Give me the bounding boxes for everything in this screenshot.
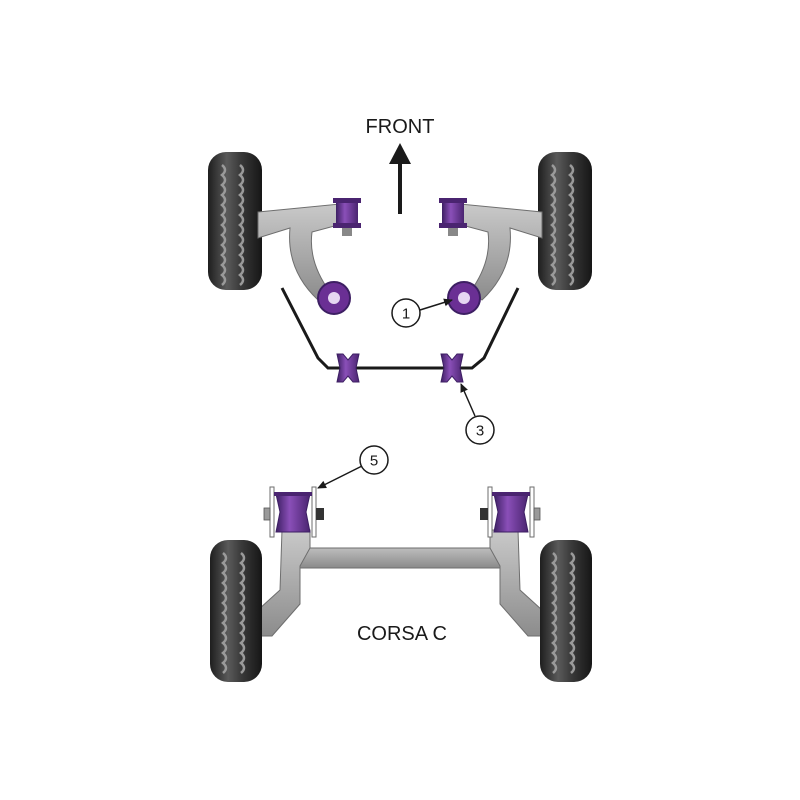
anti-roll-bar	[280, 287, 520, 370]
rear-left-tyre	[210, 540, 262, 682]
front-left-tyre	[208, 152, 262, 290]
callout-1-label: 1	[402, 306, 410, 323]
callout-1[interactable]: 1	[391, 298, 453, 328]
callout-5[interactable]: 5	[317, 445, 389, 489]
anti-roll-bar-left-bush	[336, 353, 360, 383]
front-axle-group: FRONT	[208, 116, 592, 445]
callout-3[interactable]: 3	[460, 383, 495, 445]
rear-axle-group: 5 CORSA C	[210, 445, 592, 682]
front-direction-arrow-icon	[389, 143, 411, 214]
rear-torsion-beam	[299, 547, 501, 569]
front-right-wishbone-front-bush	[439, 198, 467, 236]
front-right-tyre	[538, 152, 592, 290]
front-left-wishbone-front-bush	[333, 198, 361, 236]
model-label: CORSA C	[357, 623, 447, 645]
rear-right-trailing-arm	[489, 529, 543, 637]
rear-right-trailing-arm-bush	[480, 486, 541, 538]
anti-roll-bar-right-bush	[440, 353, 464, 383]
callout-5-label: 5	[370, 453, 378, 470]
rear-right-tyre	[540, 540, 592, 682]
front-right-wishbone-rear-bush	[447, 281, 481, 315]
front-left-wishbone-rear-bush	[317, 281, 351, 315]
rear-left-trailing-arm-bush	[263, 486, 324, 538]
rear-left-trailing-arm	[257, 529, 311, 637]
front-label: FRONT	[366, 116, 435, 138]
callout-3-label: 3	[476, 423, 484, 440]
